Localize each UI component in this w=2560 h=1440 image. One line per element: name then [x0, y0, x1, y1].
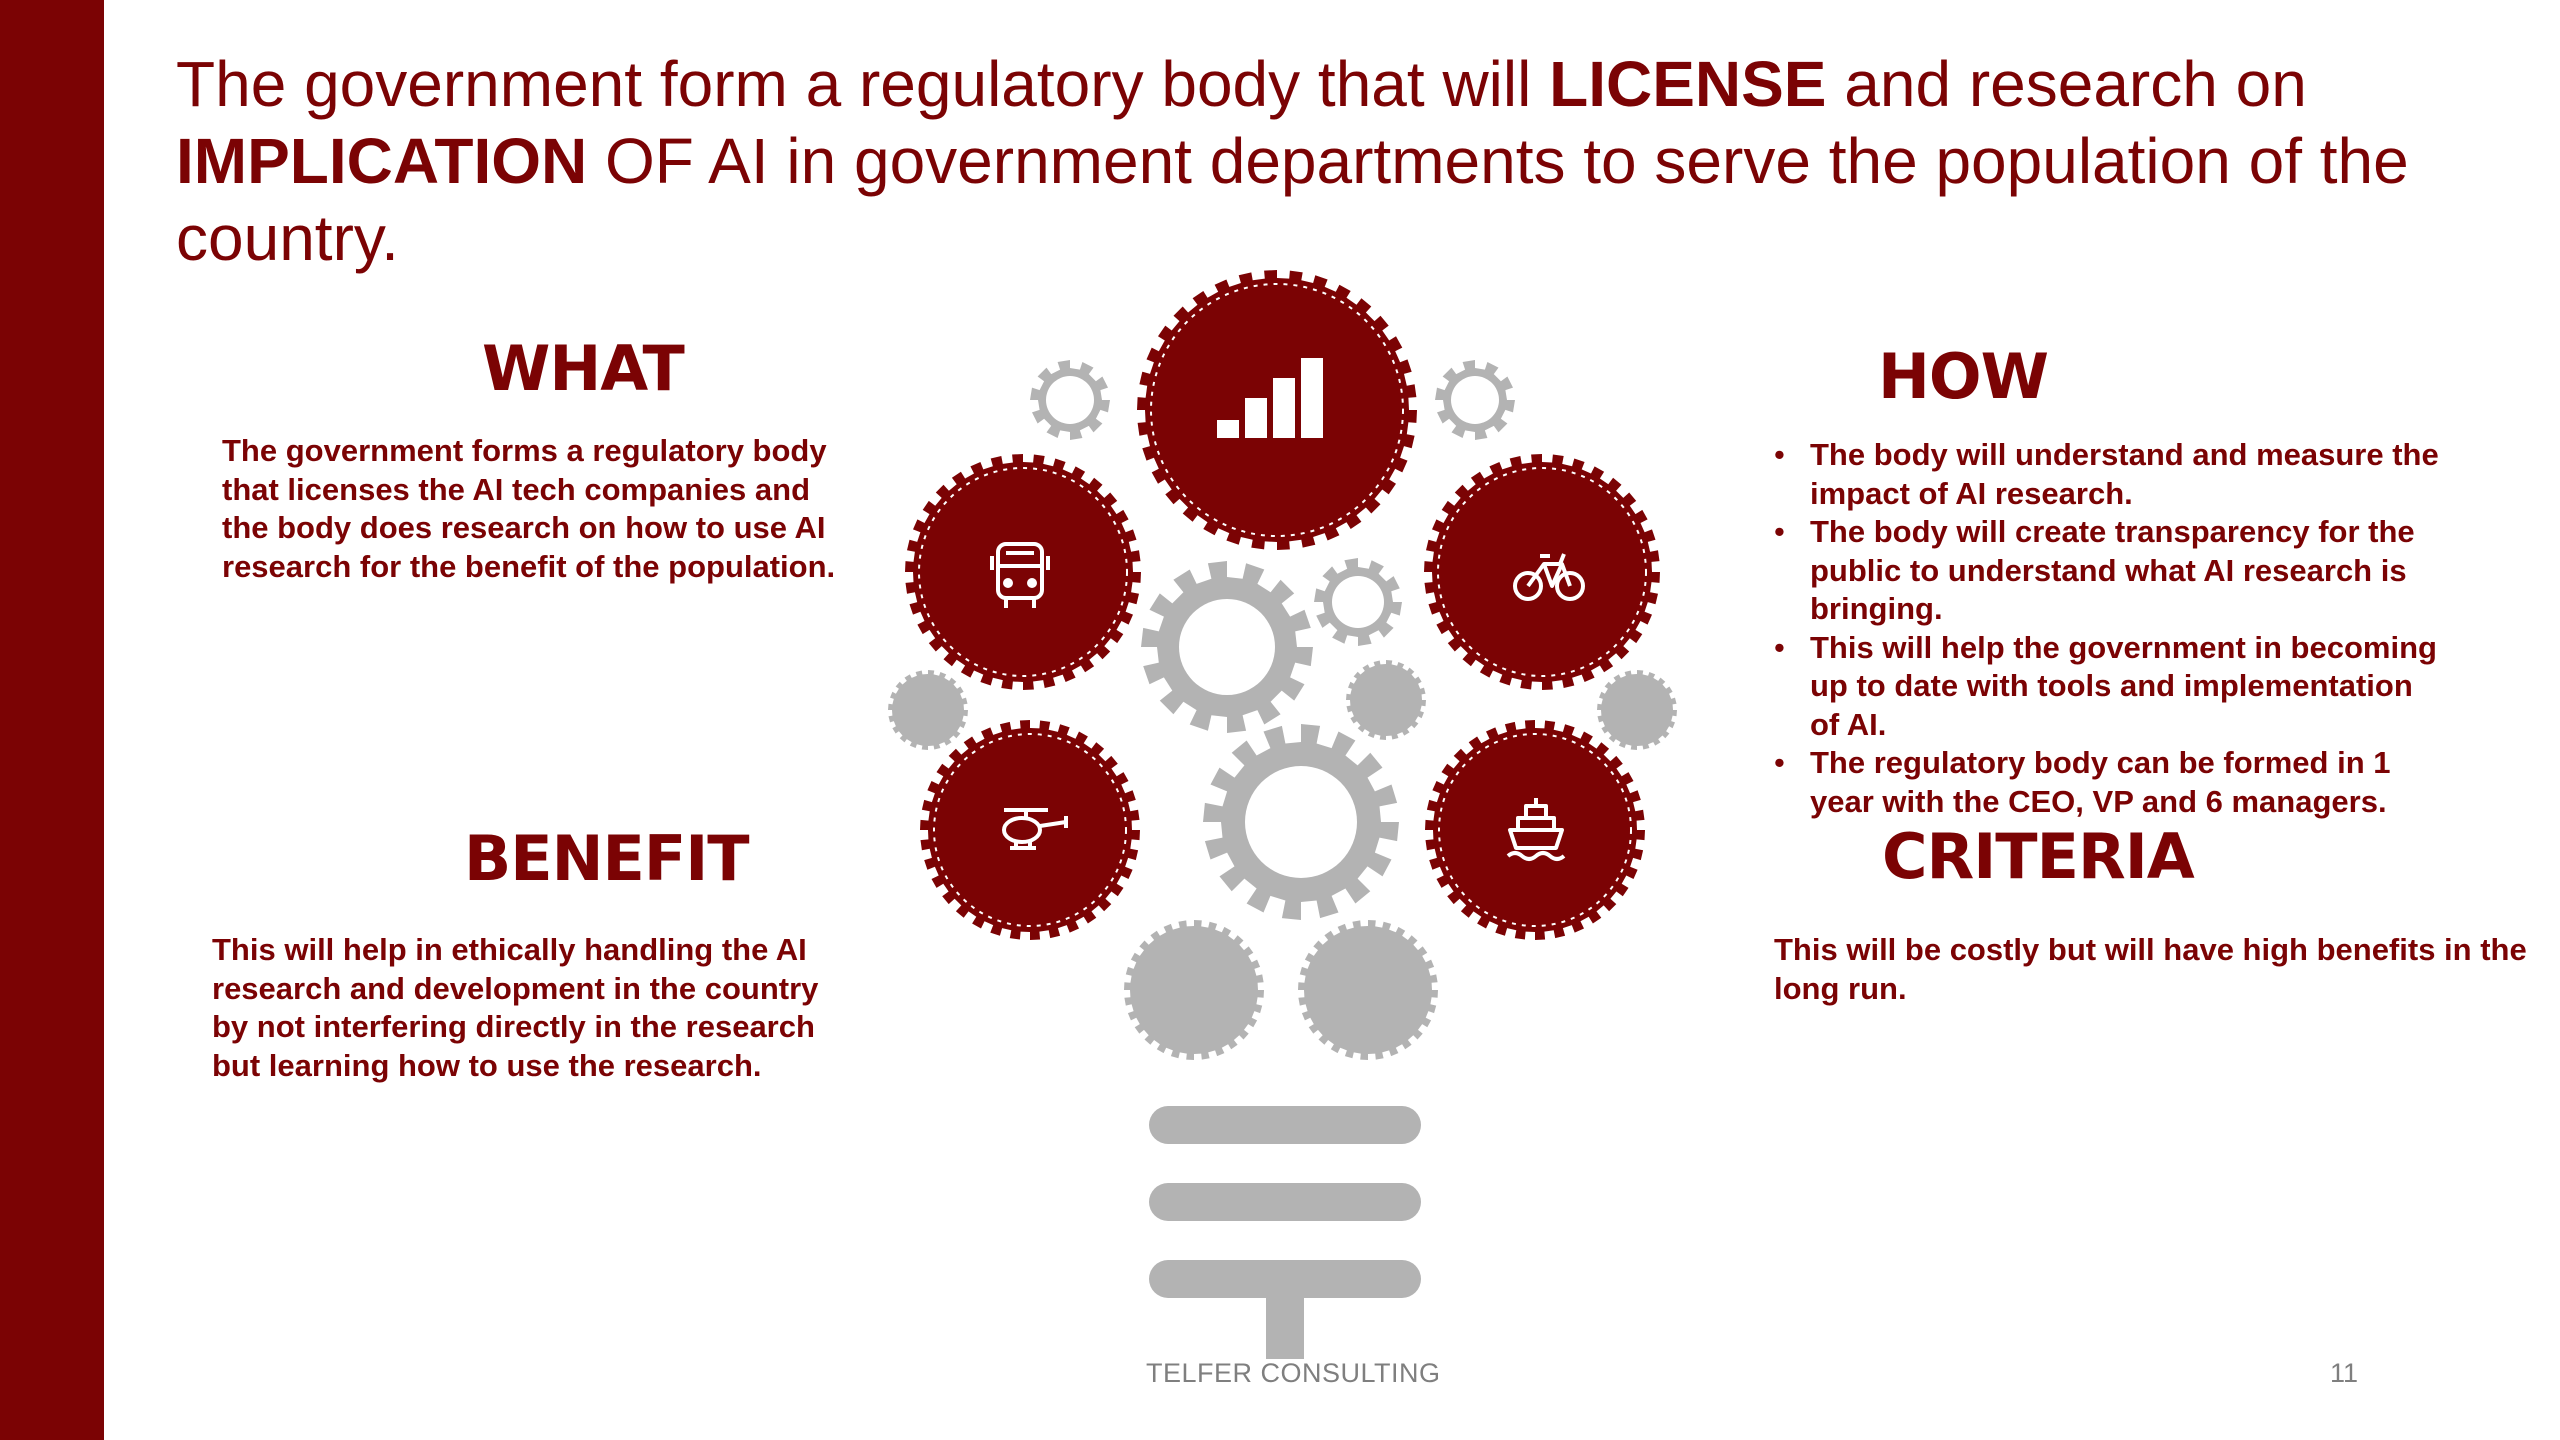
title-segment: The government form a regulatory body th… [176, 48, 1550, 120]
how-heading: HOW [1878, 340, 2049, 413]
what-text: The government forms a regulatory body t… [222, 433, 836, 584]
title-emphasis: LICENSE [1549, 48, 1827, 120]
gear-icon [1597, 670, 1677, 750]
side-accent-bar [0, 0, 104, 1440]
criteria-heading: CRITERIA [1882, 820, 2195, 893]
page-number: 11 [2330, 1358, 2359, 1388]
how-bullet-list: The body will understand and measure the… [1774, 436, 2450, 821]
bar-chart-icon [1217, 358, 1323, 438]
how-bullet: The regulatory body can be formed in 1 y… [1774, 744, 2450, 821]
footer-company: TELFER CONSULTING [1146, 1358, 1441, 1388]
gear-icon [888, 670, 968, 750]
gear-icon [1203, 724, 1399, 920]
how-bullet: This will help the government in becomin… [1774, 629, 2450, 745]
bus-icon [990, 542, 1050, 608]
lightbulb-base-icon [1149, 1106, 1421, 1359]
how-bullet: The body will understand and measure the… [1774, 436, 2450, 513]
slide-title: The government form a regulatory body th… [176, 46, 2416, 277]
gear-icon [920, 720, 1140, 940]
gear-icon [1346, 660, 1426, 740]
bicycle-icon [1513, 553, 1585, 601]
criteria-text: This will be costly but will have high b… [1774, 932, 2527, 1006]
gear-icon [1124, 920, 1264, 1060]
gear-icon [1298, 920, 1438, 1060]
gear-icon [1314, 558, 1402, 646]
benefit-text: This will help in ethically handling the… [212, 932, 819, 1083]
how-bullet: The body will create transparency for th… [1774, 513, 2450, 629]
gear-icon [905, 454, 1141, 690]
benefit-heading: BENEFIT [464, 822, 750, 895]
what-heading: WHAT [482, 332, 685, 405]
ship-icon [1506, 798, 1566, 861]
gear-icon [1435, 360, 1515, 440]
gear-lightbulb-infographic [888, 270, 1677, 1359]
gear-icon [1141, 561, 1313, 733]
helicopter-icon [1002, 808, 1068, 850]
gear-icon [1424, 454, 1660, 690]
title-segment: and research on [1826, 48, 2307, 120]
title-emphasis: IMPLICATION [176, 125, 588, 197]
gear-icon [1030, 360, 1110, 440]
title-segment: OF AI in government departments to serve… [176, 125, 2409, 274]
